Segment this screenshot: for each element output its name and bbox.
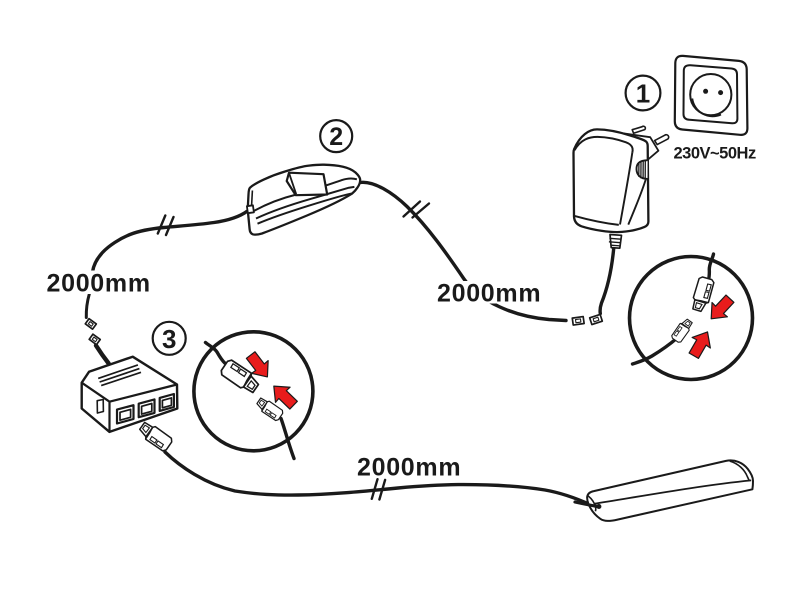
svg-text:230V~50Hz: 230V~50Hz — [674, 145, 756, 163]
svg-text:2000mm: 2000mm — [47, 269, 151, 297]
svg-text:2: 2 — [329, 123, 343, 151]
svg-text:2000mm: 2000mm — [437, 280, 541, 308]
svg-text:3: 3 — [162, 324, 176, 354]
svg-text:1: 1 — [636, 78, 650, 108]
svg-text:2000mm: 2000mm — [357, 454, 461, 482]
